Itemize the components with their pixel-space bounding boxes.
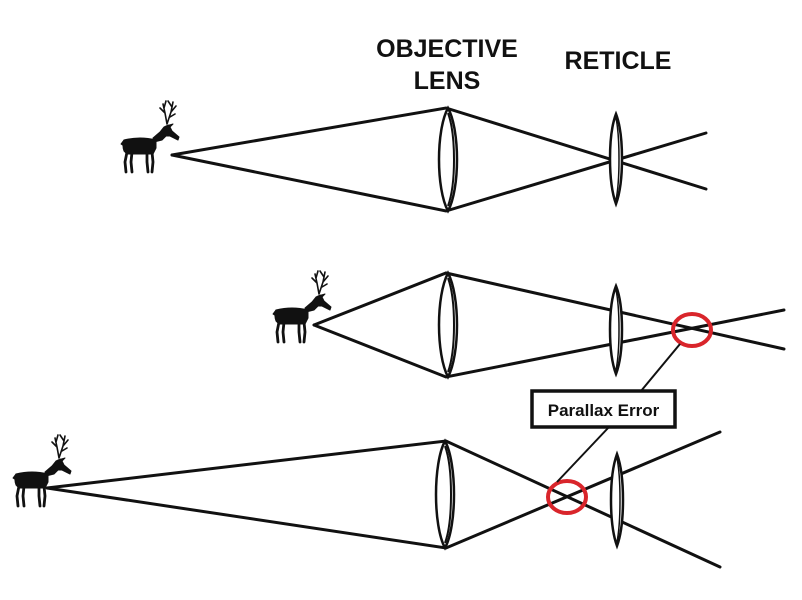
objective-lens-middle <box>437 270 459 380</box>
top-optical-row <box>119 99 708 214</box>
objective-lens-bottom <box>434 438 456 551</box>
deer-icon <box>271 269 333 344</box>
focus-point-ring-middle <box>671 312 713 348</box>
objective-lens-top <box>437 105 459 214</box>
deer-icon <box>119 99 181 174</box>
ray-middle-upper <box>312 271 786 351</box>
reticle-bottom <box>609 450 625 550</box>
deer-icon <box>11 433 73 508</box>
parallax-error-callout: Parallax Error <box>530 343 681 483</box>
parallax-error-box <box>530 389 677 429</box>
reticle-top <box>608 110 624 208</box>
leader-line-lower <box>556 426 610 483</box>
reticle-middle <box>608 282 624 378</box>
reticle-heading: RETICLE <box>565 47 672 75</box>
ray-middle-lower <box>312 308 786 379</box>
focus-point-ring-bottom <box>546 479 588 515</box>
middle-optical-row <box>271 269 786 380</box>
bottom-optical-row <box>11 430 722 569</box>
objective-lens-heading-line1: OBJECTIVE <box>376 35 518 63</box>
objective-lens-heading-line2: LENS <box>414 67 481 95</box>
parallax-error-label: Parallax Error <box>548 401 660 420</box>
leader-line-upper <box>640 343 681 392</box>
